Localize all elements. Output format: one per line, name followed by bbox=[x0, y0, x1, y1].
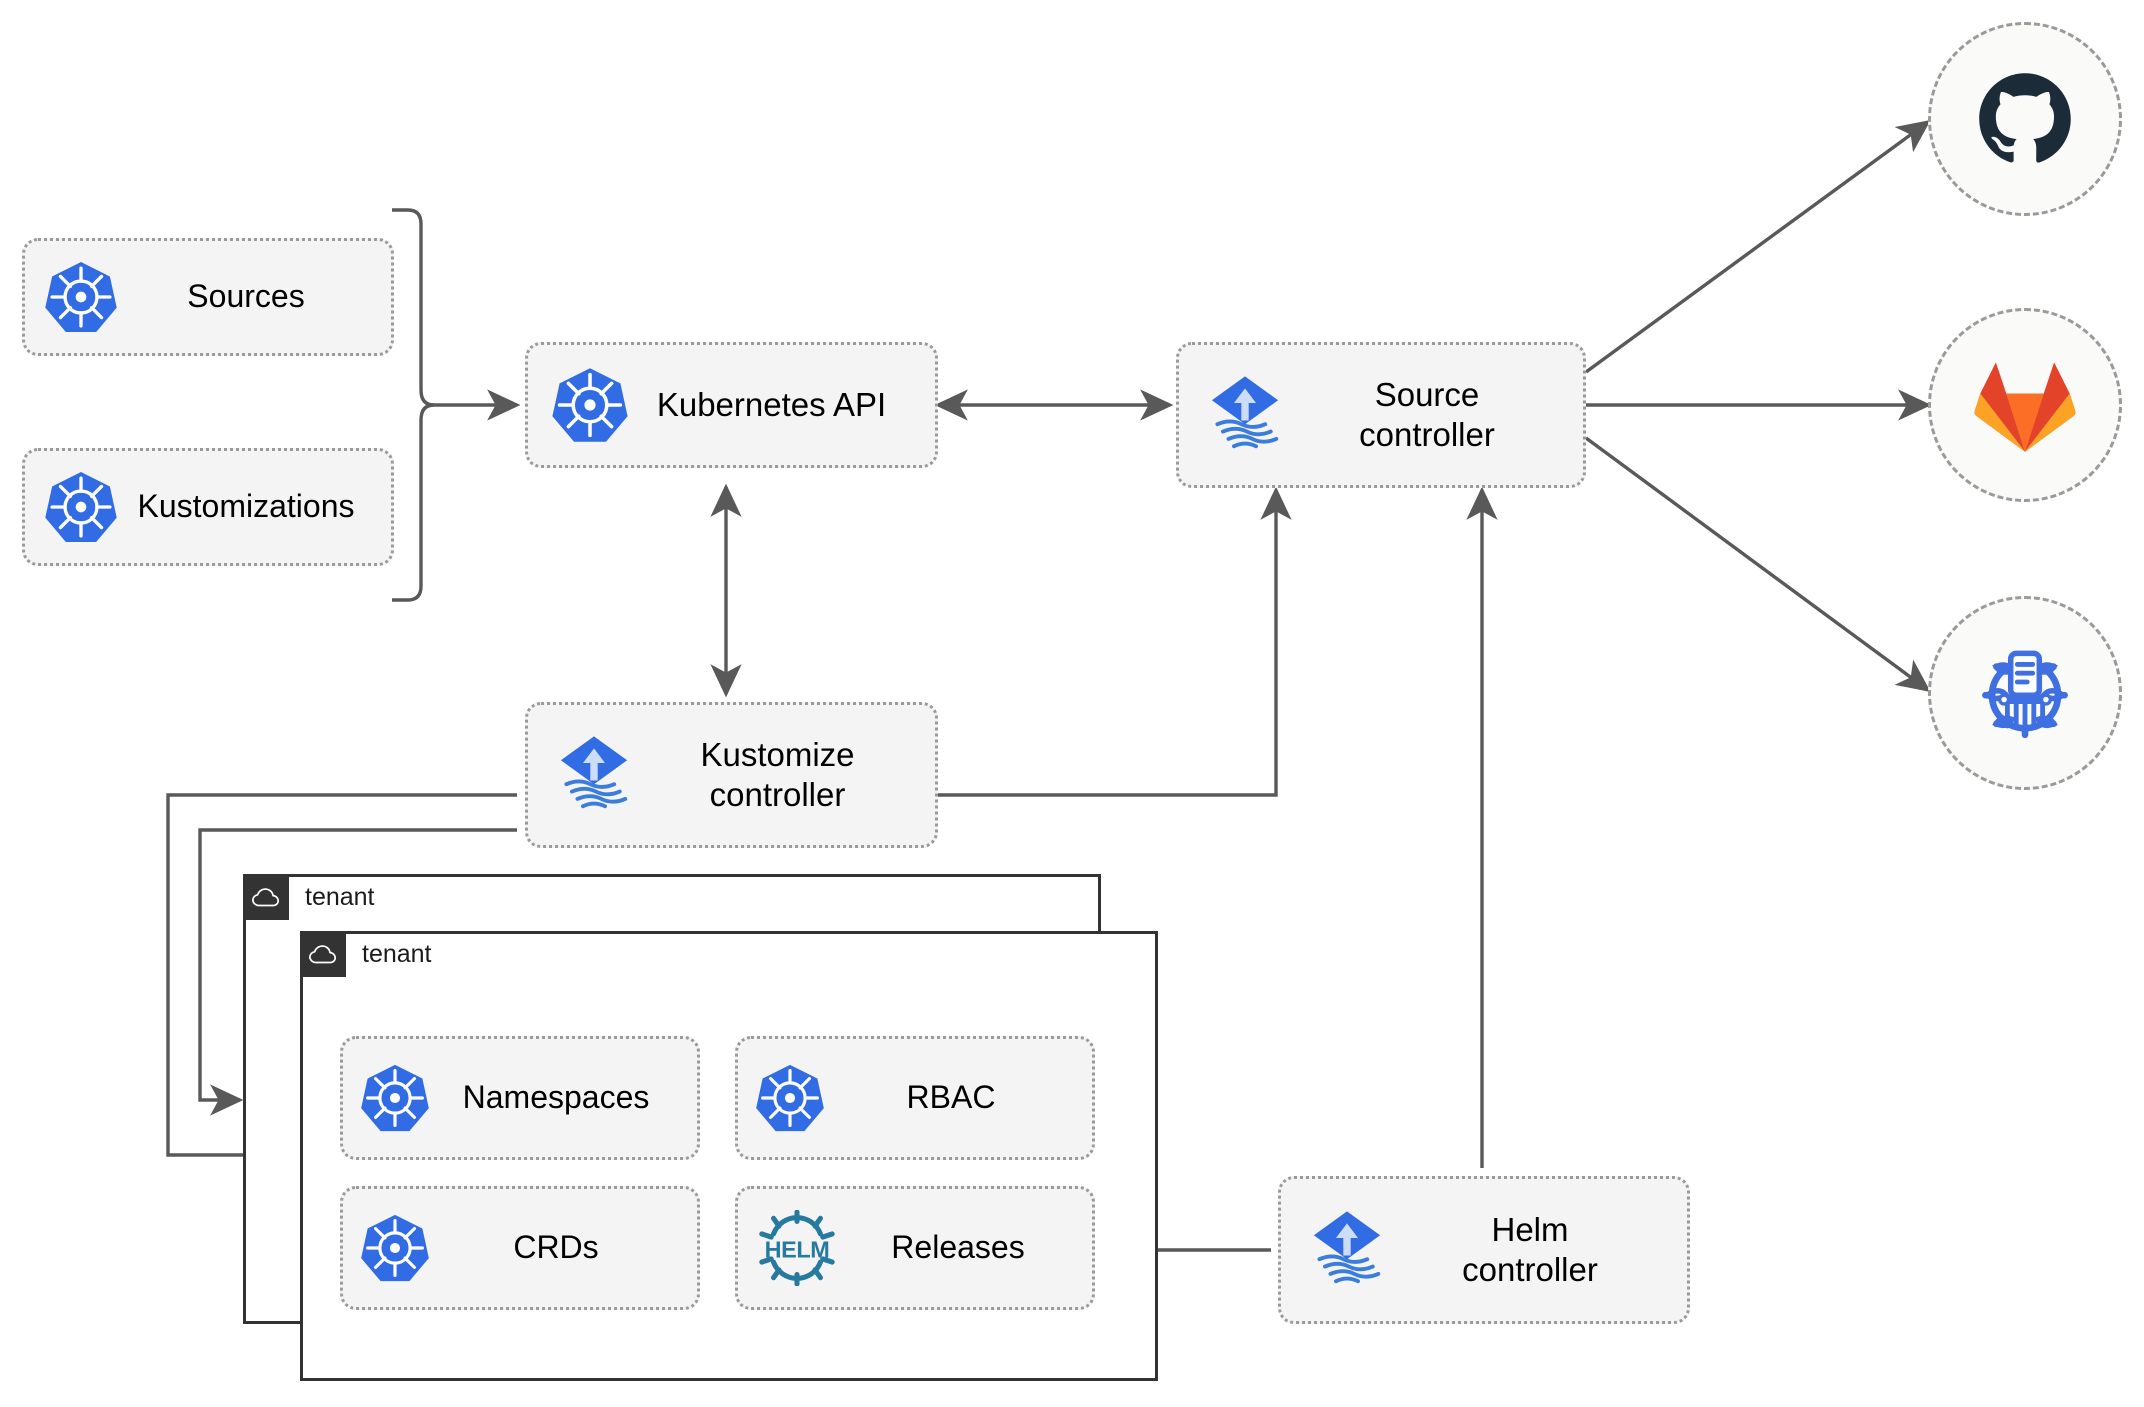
kubernetes-icon bbox=[43, 259, 119, 335]
node-rbac[interactable]: RBAC bbox=[735, 1036, 1095, 1160]
wire-source-to-github bbox=[1584, 119, 1931, 374]
flux-icon bbox=[1301, 1204, 1393, 1296]
node-crds[interactable]: CRDs bbox=[340, 1186, 700, 1310]
node-label: RBAC bbox=[906, 1079, 996, 1116]
cloud-icon bbox=[300, 931, 346, 977]
kubernetes-icon bbox=[359, 1212, 431, 1284]
node-label: Releases bbox=[891, 1229, 1025, 1266]
node-sources[interactable]: Sources bbox=[22, 238, 394, 356]
tenant-label: tenant bbox=[362, 939, 432, 968]
node-label: Kustomizations bbox=[137, 488, 355, 525]
cloud-icon bbox=[243, 874, 289, 920]
node-label: Namespaces bbox=[462, 1079, 650, 1116]
node-label: Source controller bbox=[1359, 375, 1495, 453]
node-label: Kustomize controller bbox=[700, 735, 855, 813]
provider-helm-registry[interactable] bbox=[1928, 596, 2122, 790]
tenant-header-1: tenant bbox=[243, 874, 375, 920]
svg-text:HELM: HELM bbox=[765, 1236, 830, 1262]
node-label: Kubernetes API bbox=[656, 385, 887, 423]
flux-icon bbox=[1199, 369, 1291, 461]
node-kubernetes-api[interactable]: Kubernetes API bbox=[525, 342, 938, 468]
gitlab-icon bbox=[1973, 356, 2077, 454]
provider-gitlab[interactable] bbox=[1928, 308, 2122, 502]
wire-resources-bracket bbox=[392, 208, 435, 602]
node-source-controller[interactable]: Source controller bbox=[1176, 342, 1586, 488]
tenant-label: tenant bbox=[305, 882, 375, 911]
wire-source-to-helm-registry bbox=[1584, 436, 1931, 693]
node-label: CRDs bbox=[513, 1229, 599, 1266]
node-namespaces[interactable]: Namespaces bbox=[340, 1036, 700, 1160]
kubernetes-icon bbox=[43, 469, 119, 545]
node-helm-controller[interactable]: Helm controller bbox=[1278, 1176, 1690, 1324]
node-kustomizations[interactable]: Kustomizations bbox=[22, 448, 394, 566]
node-label: Sources bbox=[187, 278, 305, 315]
helm-registry-icon bbox=[1970, 638, 2080, 748]
kubernetes-icon bbox=[550, 365, 630, 445]
github-icon bbox=[1973, 67, 2077, 171]
kubernetes-icon bbox=[359, 1062, 431, 1134]
helm-icon: HELM bbox=[754, 1210, 840, 1286]
flux-icon bbox=[548, 729, 640, 821]
provider-github[interactable] bbox=[1928, 22, 2122, 216]
node-kustomize-controller[interactable]: Kustomize controller bbox=[525, 702, 938, 848]
node-label: Helm controller bbox=[1462, 1210, 1598, 1288]
kubernetes-icon bbox=[754, 1062, 826, 1134]
tenant-header-2: tenant bbox=[300, 931, 432, 977]
wire-kustomize-to-source-controller bbox=[938, 486, 1292, 797]
node-releases[interactable]: HELM Releases bbox=[735, 1186, 1095, 1310]
